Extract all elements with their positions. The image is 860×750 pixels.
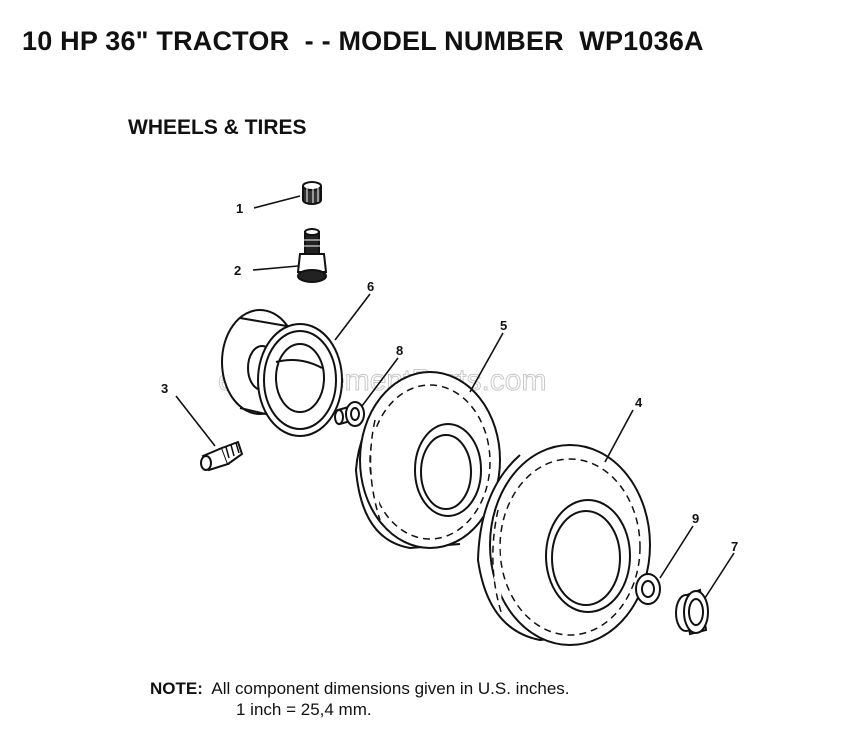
- front-tire-icon: [354, 371, 501, 550]
- callout-6: 6: [367, 279, 374, 294]
- valve-cap-icon: [302, 181, 322, 205]
- page-title: 10 HP 36" TRACTOR - - MODEL NUMBER WP103…: [22, 26, 704, 56]
- callout-4: 4: [635, 395, 643, 410]
- callout-9: 9: [692, 511, 699, 526]
- wheel-rim-icon: [221, 309, 343, 437]
- note-label: NOTE:: [150, 679, 203, 698]
- section-title: WHEELS & TIRES: [128, 116, 307, 139]
- callout-3: 3: [161, 381, 168, 396]
- grease-fitting-icon: [200, 440, 244, 472]
- callout-1: 1: [236, 201, 243, 216]
- callout-7: 7: [731, 539, 738, 554]
- callout-2: 2: [234, 263, 241, 278]
- leader-lines: [175, 195, 735, 599]
- dimensions-note: NOTE: All component dimensions given in …: [150, 678, 570, 720]
- callout-8: 8: [396, 343, 403, 358]
- bearing-flange-icon: [334, 401, 365, 427]
- rear-tire-icon: [476, 444, 651, 646]
- bushing-icon: [675, 588, 709, 636]
- callout-5: 5: [500, 318, 507, 333]
- valve-stem-icon: [296, 228, 328, 283]
- note-line-2: 1 inch = 25,4 mm.: [236, 700, 372, 719]
- note-line-1: All component dimensions given in U.S. i…: [211, 679, 570, 698]
- washer-icon: [635, 573, 661, 605]
